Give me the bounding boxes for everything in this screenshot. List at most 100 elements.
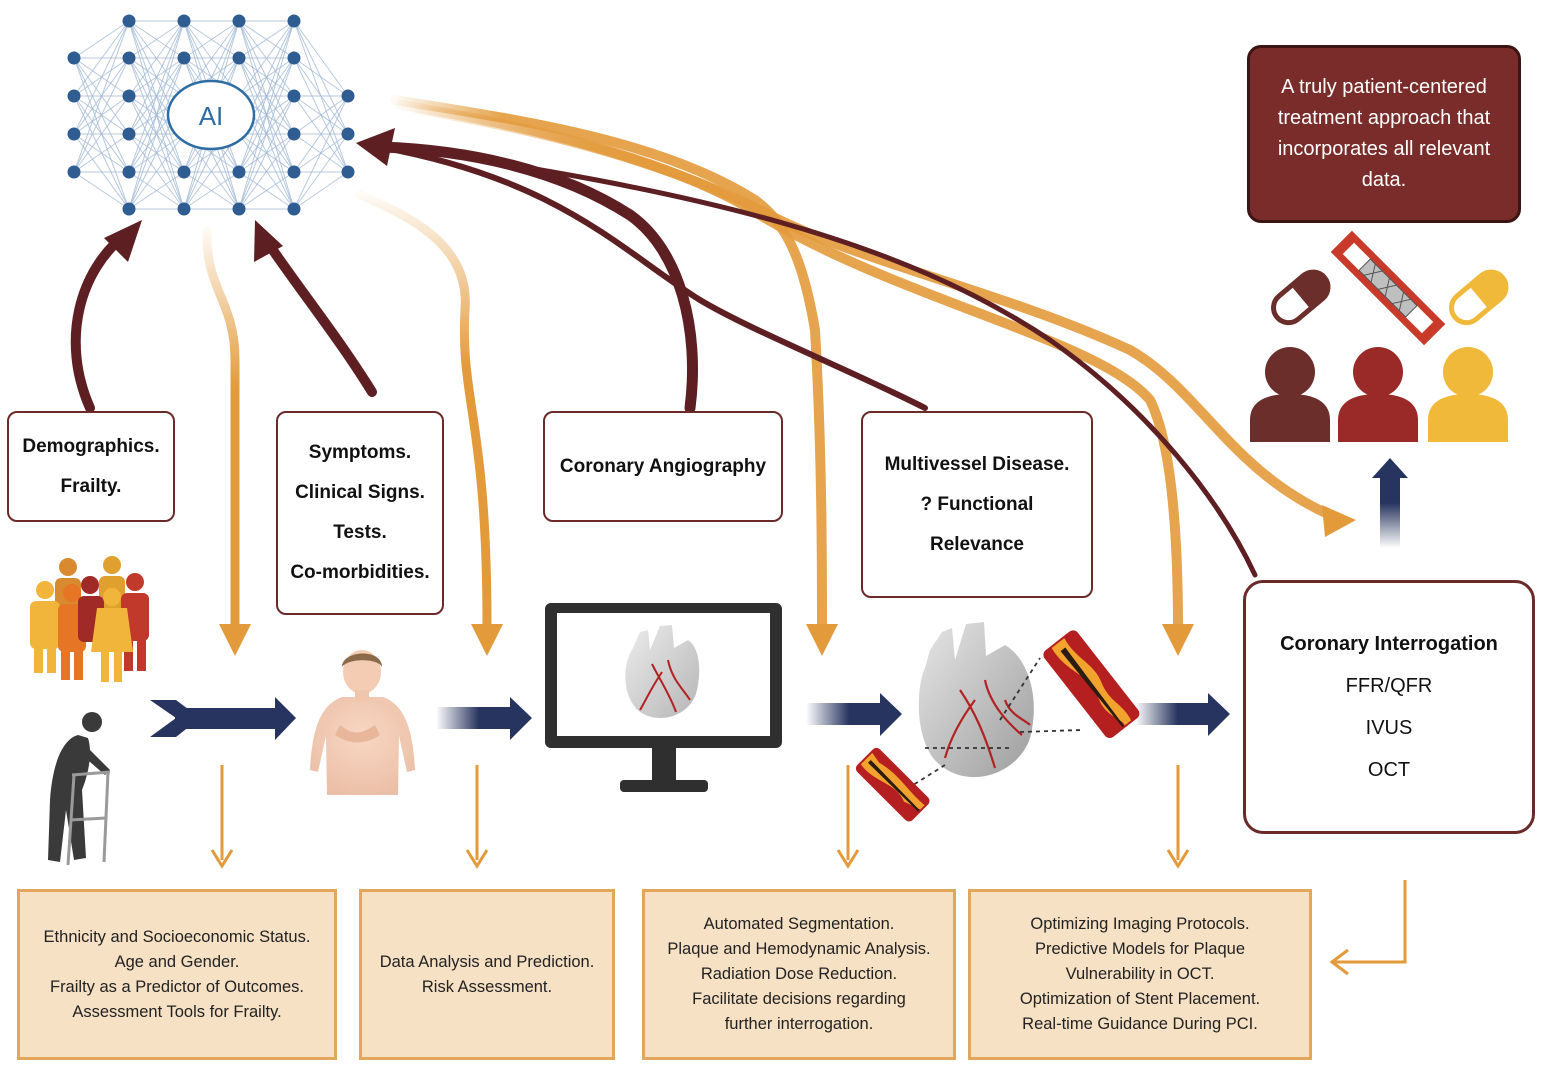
output-line: Plaque and Hemodynamic Analysis.: [667, 940, 931, 958]
patient-centered-box: A truly patient-centered treatment appro…: [1247, 45, 1521, 223]
network-edge: [293, 57, 349, 97]
tests-label: Tests.: [333, 522, 387, 543]
network-node: [122, 165, 136, 179]
network-node: [232, 165, 246, 179]
network-edge: [128, 57, 185, 210]
interrogation-to-ai-curve: [377, 142, 1258, 578]
network-edge: [128, 133, 185, 210]
orange-arrowhead-patient: [1322, 505, 1356, 537]
interrogation-output-box: Optimizing Imaging Protocols. Predictive…: [968, 889, 1312, 1060]
network-node: [67, 127, 81, 141]
oct-label: OCT: [1367, 759, 1411, 781]
network-node: [177, 51, 191, 65]
network-edge: [238, 20, 295, 59]
patient-centered-line-3: incorporates all relevant: [1277, 138, 1491, 160]
functional-label: ? Functional: [920, 493, 1034, 515]
orange-arrowhead-1: [219, 624, 251, 656]
network-node: [67, 51, 81, 65]
output-line: Optimization of Stent Placement.: [1019, 990, 1261, 1008]
demographics-box: Demographics. Frailty.: [7, 411, 175, 522]
clinical-signs-label: Clinical Signs.: [295, 482, 425, 503]
angiography-to-ai-curve: [374, 141, 698, 414]
output-line: Radiation Dose Reduction.: [700, 965, 898, 983]
network-node: [67, 89, 81, 103]
network-edge: [238, 20, 295, 210]
network-node: [122, 14, 136, 28]
navy-arrow-up: [1372, 458, 1408, 548]
network-edge: [293, 133, 349, 210]
patient-centered-line-2: treatment approach that: [1277, 107, 1491, 129]
relevance-label: Relevance: [929, 533, 1024, 555]
monitor-icon: [545, 603, 782, 792]
network-node: [287, 202, 301, 216]
network-node: [232, 202, 246, 216]
network-node: [287, 51, 301, 65]
network-edge: [73, 171, 130, 210]
output-line: Predictive Models for Plaque: [1034, 940, 1246, 958]
stent-icon: [1330, 230, 1446, 346]
demographics-to-ai-curve: [70, 230, 130, 413]
network-edge: [238, 95, 295, 210]
ai-input-arrowhead: [356, 128, 395, 166]
output-line: Data Analysis and Prediction.: [379, 952, 595, 971]
network-edge: [293, 20, 349, 97]
network-edge: [73, 133, 130, 173]
heart-vessels-icon: [855, 622, 1140, 822]
network-node: [341, 127, 355, 141]
network-edge: [73, 95, 130, 173]
orange-arrowhead-3: [806, 624, 838, 656]
network-edge: [128, 20, 185, 97]
pill-yellow-icon: [1449, 269, 1509, 326]
orange-arrowhead-4: [1162, 624, 1194, 656]
network-edge: [238, 133, 295, 210]
network-node: [177, 202, 191, 216]
angiography-box: Coronary Angiography: [543, 411, 783, 522]
pill-brown-icon: [1271, 269, 1331, 326]
symptoms-arrowhead: [254, 220, 283, 262]
network-edge: [293, 171, 349, 210]
network-edge: [238, 57, 295, 210]
symptoms-output-box: Data Analysis and Prediction. Risk Asses…: [359, 889, 615, 1060]
network-edge: [128, 171, 185, 210]
frailty-label: Frailty.: [60, 475, 122, 497]
symptoms-to-ai-curve: [263, 238, 377, 397]
network-edge: [73, 20, 130, 173]
navy-arrow-3: [806, 693, 902, 736]
ai-label: AI: [198, 100, 224, 131]
network-node: [232, 51, 246, 65]
demographics-label: Demographics.: [22, 435, 160, 457]
network-edge: [128, 20, 185, 173]
ivus-label: IVUS: [1365, 717, 1413, 739]
output-line: Facilitate decisions regarding: [692, 990, 906, 1008]
ai-neural-network: [67, 14, 355, 216]
ffr-qfr-label: FFR/QFR: [1345, 675, 1433, 697]
network-edge: [183, 20, 240, 59]
treatment-icons: [1250, 230, 1509, 442]
multivessel-box: Multivessel Disease. ? Functional Releva…: [861, 411, 1093, 598]
network-edge: [293, 95, 349, 173]
angiography-output-box: Automated Segmentation. Plaque and Hemod…: [642, 889, 956, 1060]
output-line: Risk Assessment.: [421, 977, 553, 996]
network-edge: [238, 171, 295, 210]
multivessel-label: Multivessel Disease.: [884, 453, 1070, 475]
output-line: Real-time Guidance During PCI.: [1022, 1015, 1258, 1033]
symptoms-label: Symptoms.: [308, 442, 412, 463]
output-arrows: [210, 765, 1407, 976]
network-node: [122, 89, 136, 103]
network-edge: [128, 20, 185, 135]
patient-centered-line-4: data.: [1361, 169, 1407, 191]
network-node: [287, 14, 301, 28]
patient-centered-line-1: A truly patient-centered: [1281, 76, 1487, 98]
network-edge: [128, 20, 185, 59]
multivessel-to-ai-curve: [377, 144, 928, 411]
symptoms-box: Symptoms. Clinical Signs. Tests. Co-morb…: [276, 411, 444, 615]
network-edge: [73, 20, 130, 59]
network-edge: [73, 57, 130, 173]
network-node: [122, 202, 136, 216]
output-line: Ethnicity and Socioeconomic Status.: [43, 927, 311, 946]
output-line: Vulnerability in OCT.: [1065, 965, 1215, 983]
network-edge: [128, 20, 185, 210]
network-node: [341, 165, 355, 179]
